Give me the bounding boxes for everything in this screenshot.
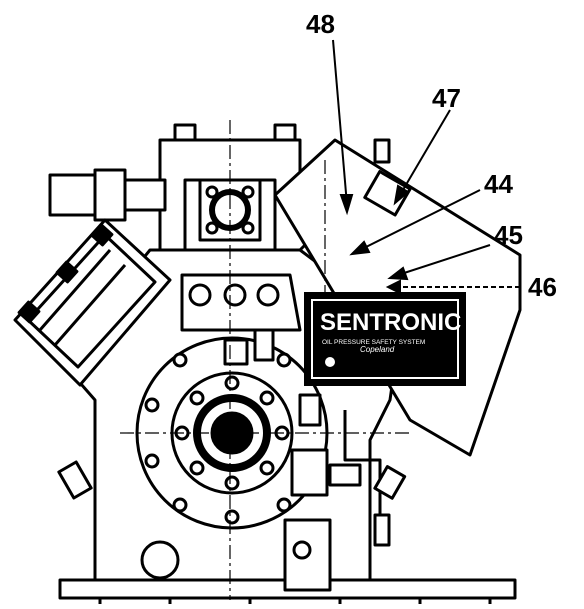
- callout-46: 46: [528, 272, 557, 302]
- callout-45: 45: [494, 220, 523, 250]
- left-cylinder-head: [13, 218, 172, 387]
- callout-leaders: [332, 39, 520, 295]
- callout-labels: 48 47 44 45 46: [306, 9, 557, 302]
- module-subtitle-text: OIL PRESSURE SAFETY SYSTEM: [322, 339, 425, 346]
- module-maker-text: Copeland: [360, 345, 395, 354]
- center-lines: [120, 120, 410, 600]
- lower-fittings: [57, 460, 407, 592]
- module-brand-text: SENTRONIC: [320, 309, 461, 336]
- callout-44: 44: [484, 169, 513, 199]
- sentronic-module: SENTRONIC OIL PRESSURE SAFETY SYSTEM Cop…: [304, 292, 466, 386]
- oil-pressure-fitting: [223, 328, 391, 547]
- upper-bearing-block: [180, 273, 302, 332]
- callout-48: 48: [306, 9, 335, 39]
- callout-47: 47: [432, 83, 461, 113]
- discharge-pipe: [48, 168, 167, 222]
